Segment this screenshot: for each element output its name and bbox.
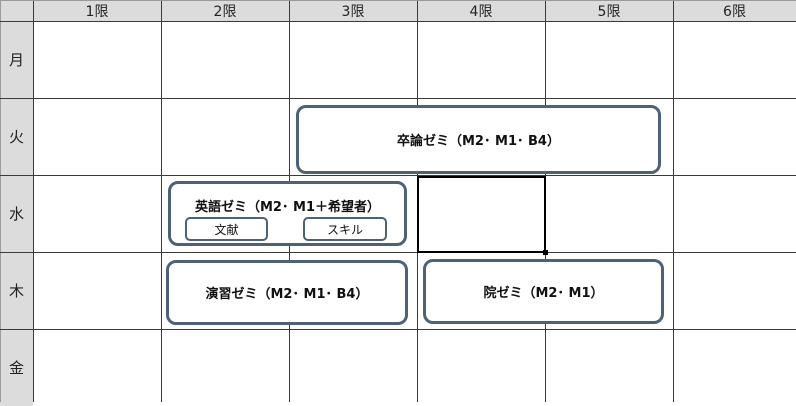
column-header-2[interactable]: 2限: [161, 0, 289, 21]
row-header-2[interactable]: 火: [0, 98, 33, 175]
event-in-shape[interactable]: 院ゼミ（M2･ M1）: [423, 259, 664, 324]
grid-cell[interactable]: [417, 329, 545, 406]
gridline: [0, 0, 796, 1]
grid-cell[interactable]: [673, 329, 796, 406]
event-enshu-shape[interactable]: 演習ゼミ（M2･ M1･ B4）: [166, 260, 408, 325]
grid-cell[interactable]: [545, 21, 673, 98]
grid-cell[interactable]: [33, 252, 161, 329]
grid-cell[interactable]: [289, 329, 417, 406]
gridline: [0, 252, 796, 253]
grid-cell[interactable]: [161, 329, 289, 406]
gridline: [0, 21, 796, 22]
row-header-3[interactable]: 水: [0, 175, 33, 252]
grid-cell[interactable]: [417, 21, 545, 98]
grid-cell[interactable]: [417, 175, 545, 252]
grid-cell[interactable]: [33, 175, 161, 252]
event-label: 卒論ゼミ（M2･ M1･ B4）: [397, 134, 560, 149]
row-header-4[interactable]: 木: [0, 252, 33, 329]
grid-cell[interactable]: [289, 21, 417, 98]
grid-cell[interactable]: [545, 175, 673, 252]
gridline: [161, 0, 162, 402]
gridline: [0, 98, 796, 99]
column-header-5[interactable]: 5限: [545, 0, 673, 21]
gridline: [673, 0, 674, 402]
grid-cell[interactable]: [673, 252, 796, 329]
grid-cell[interactable]: [673, 175, 796, 252]
event-label: 英語ゼミ（M2･ M1＋希望者）: [195, 200, 380, 215]
grid-cell[interactable]: [673, 21, 796, 98]
event-english-shape[interactable]: 英語ゼミ（M2･ M1＋希望者） 文献 スキル: [168, 181, 407, 246]
row-header-5[interactable]: 金: [0, 329, 33, 406]
gridline: [0, 0, 1, 402]
gridline: [33, 0, 34, 402]
column-header-4[interactable]: 4限: [417, 0, 545, 21]
event-sotsuron-shape[interactable]: 卒論ゼミ（M2･ M1･ B4）: [296, 105, 661, 174]
grid-cell[interactable]: [161, 21, 289, 98]
corner-header[interactable]: [0, 0, 33, 21]
column-header-6[interactable]: 6限: [673, 0, 796, 21]
event-label: 演習ゼミ（M2･ M1･ B4）: [205, 287, 369, 302]
skill-button[interactable]: スキル: [303, 217, 387, 241]
event-label: 院ゼミ（M2･ M1）: [483, 286, 604, 301]
grid-cell[interactable]: [161, 98, 289, 175]
grid-cell[interactable]: [33, 21, 161, 98]
grid-cell[interactable]: [673, 98, 796, 175]
gridline: [0, 329, 796, 330]
gridline: [417, 0, 418, 402]
column-header-1[interactable]: 1限: [33, 0, 161, 21]
grid-cell[interactable]: [545, 329, 673, 406]
row-header-1[interactable]: 月: [0, 21, 33, 98]
gridline: [0, 175, 796, 176]
grid-cell[interactable]: [33, 98, 161, 175]
literature-button[interactable]: 文献: [185, 217, 268, 241]
column-header-3[interactable]: 3限: [289, 0, 417, 21]
gridline: [545, 0, 546, 402]
grid-cell[interactable]: [33, 329, 161, 406]
